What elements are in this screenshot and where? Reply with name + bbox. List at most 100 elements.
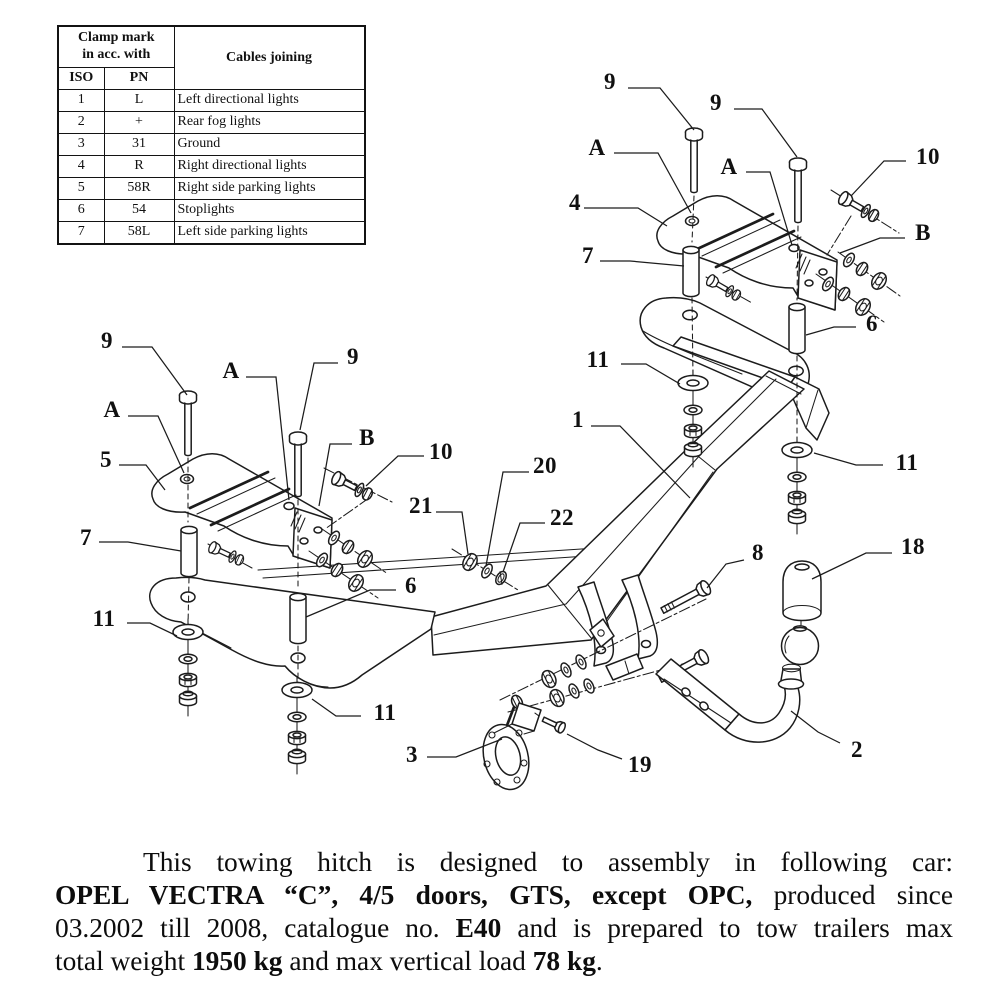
table-subheader-row: ISO PN	[57, 67, 365, 90]
trio-20-21-22	[459, 550, 507, 586]
leader-line	[365, 455, 424, 487]
leader-line	[584, 207, 668, 227]
label-19: 19	[628, 752, 652, 777]
label-5: 5	[100, 447, 112, 472]
bolt-19	[531, 710, 567, 734]
footer-text-bold: 1950 kg	[191, 946, 283, 976]
label-10-right: 10	[916, 144, 940, 169]
footer-text: and is prepared to tow trailers max	[501, 913, 953, 943]
leader-line	[628, 87, 695, 131]
leader-line	[318, 443, 352, 507]
leader-line	[128, 415, 185, 474]
towball	[655, 625, 820, 743]
fastener-strings	[308, 250, 901, 713]
leader-line	[839, 237, 905, 254]
label-2: 2	[851, 737, 863, 762]
iso-cell: 2	[57, 111, 105, 134]
leader-line	[305, 589, 396, 618]
bolts-10	[206, 189, 900, 569]
label-B-left: B	[359, 425, 375, 450]
footer-text: This towing hitch is designed to assembl…	[143, 847, 953, 877]
leader-line	[246, 376, 290, 501]
pn-cell: +	[103, 111, 175, 134]
label-B-right: B	[915, 220, 931, 245]
pn-cell: 58L	[103, 221, 175, 245]
leader-line	[790, 710, 841, 744]
footer-text: .	[595, 946, 603, 976]
leader-line	[746, 171, 793, 246]
table-header-iso: ISO	[57, 67, 105, 90]
label-7-left: 7	[80, 525, 92, 550]
label-10-left: 10	[429, 439, 453, 464]
label-9-left-2: 9	[347, 344, 359, 369]
label-A-left-2: A	[222, 358, 240, 383]
label-18: 18	[901, 534, 925, 559]
label-6-right: 6	[866, 311, 878, 336]
leader-line	[614, 152, 692, 214]
pn-cell: 31	[103, 133, 175, 156]
cable-function-cell: Right directional lights	[173, 155, 365, 178]
spacer-sleeves	[180, 245, 806, 685]
leader-line	[485, 471, 529, 567]
table-header-row: Clamp mark in acc. with Cables joining	[57, 25, 365, 90]
leader-line	[706, 559, 745, 589]
label-9-right-1: 9	[604, 69, 616, 94]
pn-cell: R	[103, 155, 175, 178]
socket-plate	[482, 702, 542, 791]
footer-description: This towing hitch is designed to assembl…	[55, 846, 953, 978]
footer-text-bold: OPEL VECTRA “C”, 4/5 doors, GTS, except …	[55, 880, 753, 910]
leader-line	[811, 552, 892, 580]
leader-line	[850, 160, 906, 197]
table-row: 2+Rear fog lights	[57, 111, 365, 134]
leader-line	[127, 622, 178, 637]
iso-cell: 6	[57, 199, 105, 222]
cable-function-cell: Stoplights	[173, 199, 365, 222]
label-4: 4	[569, 190, 581, 215]
label-11-left-bot: 11	[373, 700, 397, 725]
leader-line	[591, 425, 691, 499]
iso-cell: 5	[57, 177, 105, 200]
leader-line	[805, 326, 856, 336]
cable-function-cell: Ground	[173, 133, 365, 156]
footer-text-bold: E40	[455, 913, 502, 943]
label-A-right-1: A	[588, 135, 606, 160]
cable-function-cell: Left side parking lights	[173, 221, 365, 245]
label-A-right-2: A	[720, 154, 738, 179]
label-6-left: 6	[405, 573, 417, 598]
leader-line	[119, 464, 166, 491]
label-8: 8	[752, 540, 764, 565]
iso-cell: 1	[57, 89, 105, 112]
label-7-right: 7	[582, 243, 594, 268]
footer-line: 03.2002 till 2008, catalogue no. E40 and…	[55, 912, 953, 945]
iso-cell: 3	[57, 133, 105, 156]
clamp-mark-table: Clamp mark in acc. with Cables joining I…	[57, 25, 366, 245]
leader-line	[122, 346, 188, 396]
label-3: 3	[406, 742, 418, 767]
leader-line	[813, 452, 883, 466]
pn-cell: L	[103, 89, 175, 112]
leader-line	[427, 738, 503, 758]
label-1: 1	[572, 407, 584, 432]
ball-mount-gussets	[577, 574, 659, 681]
table-header-clamp-mark: Clamp mark in acc. with	[57, 25, 175, 68]
label-11-right-top: 11	[586, 347, 610, 372]
footer-line: This towing hitch is designed to assembl…	[55, 846, 953, 879]
label-20: 20	[533, 453, 557, 478]
iso-cell: 4	[57, 155, 105, 178]
label-11-right-bot: 11	[895, 450, 919, 475]
pn-cell: 58R	[103, 177, 175, 200]
cable-function-cell: Left directional lights	[173, 89, 365, 112]
label-22: 22	[550, 505, 574, 530]
footer-text: produced since	[752, 880, 953, 910]
label-A-left-1: A	[103, 397, 121, 422]
iso-cell: 7	[57, 221, 105, 245]
table-header-cables-joining: Cables joining	[173, 25, 365, 90]
